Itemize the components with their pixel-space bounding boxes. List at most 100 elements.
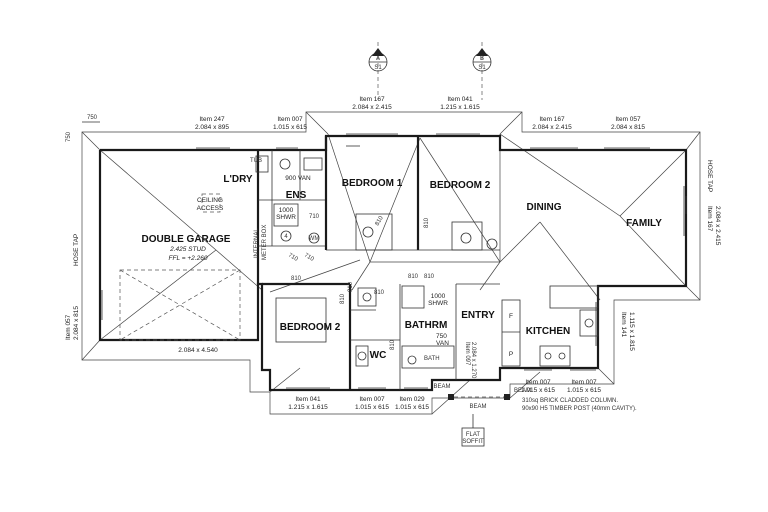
svg-text:FLAT: FLAT xyxy=(466,432,481,438)
tub-label: TUB xyxy=(250,158,262,164)
garage-ffl: FFL = +2.260 xyxy=(169,255,208,262)
bathroom-label: BATHRM xyxy=(405,320,448,331)
ensuite-label: ENS xyxy=(286,190,307,201)
svg-text:810: 810 xyxy=(348,281,354,292)
svg-text:Item 007: Item 007 xyxy=(571,379,597,386)
svg-text:1.015 x 615: 1.015 x 615 xyxy=(355,404,389,411)
svg-text:VAN: VAN xyxy=(436,340,449,347)
svg-text:2.084 x 815: 2.084 x 815 xyxy=(611,124,645,131)
kitchen: F P KITCHEN xyxy=(501,285,599,367)
svg-text:1.115 x 1.815: 1.115 x 1.815 xyxy=(628,312,635,351)
ceiling-access-2: ACCESS xyxy=(197,205,224,212)
svg-text:2.084 x 1.270: 2.084 x 1.270 xyxy=(470,342,476,379)
bathroom-wc: 810 WC 810 810 810 1000 SHWR BATHRM 750 … xyxy=(348,274,455,390)
svg-text:1.015 x 615: 1.015 x 615 xyxy=(395,404,429,411)
svg-text:710: 710 xyxy=(303,253,315,264)
roof-outline xyxy=(81,111,701,415)
svg-text:Item 097: Item 097 xyxy=(464,342,470,366)
svg-text:Item 007: Item 007 xyxy=(525,379,551,386)
window-openings xyxy=(101,133,685,389)
svg-text:810: 810 xyxy=(340,293,346,304)
svg-text:BEAM: BEAM xyxy=(514,388,531,394)
bedroom2-bottom-label: BEDROOM 2 xyxy=(280,322,341,333)
svg-text:Item 167: Item 167 xyxy=(539,116,565,123)
svg-text:Item 041: Item 041 xyxy=(447,96,473,103)
garage-label: DOUBLE GARAGE xyxy=(142,234,231,245)
svg-text:810: 810 xyxy=(390,339,396,350)
family-label: FAMILY xyxy=(626,218,662,229)
svg-text:Item 029: Item 029 xyxy=(399,396,425,403)
beams: BEAM BEAM BEAM 310sq BRICK CLADDED COLUM… xyxy=(433,384,637,447)
garage-stud: 2.425 STUD xyxy=(169,246,206,253)
svg-text:1000: 1000 xyxy=(279,207,294,214)
svg-text:810: 810 xyxy=(424,274,435,280)
section-a-letter: A xyxy=(376,56,380,62)
svg-text:750: 750 xyxy=(66,131,72,142)
bedroom2-top-label: BEDROOM 2 xyxy=(430,180,491,191)
svg-text:HOSE TAP: HOSE TAP xyxy=(73,234,80,266)
svg-text:1.015 x 615: 1.015 x 615 xyxy=(567,387,601,394)
svg-text:HOSE TAP: HOSE TAP xyxy=(706,160,713,192)
svg-text:4: 4 xyxy=(284,234,288,240)
wc-label: WC xyxy=(370,350,387,361)
svg-text:710: 710 xyxy=(309,214,320,220)
svg-text:1.215 x 1.615: 1.215 x 1.615 xyxy=(288,404,328,411)
svg-text:Item 007: Item 007 xyxy=(277,116,303,123)
dimension-750: 750 750 xyxy=(66,115,100,142)
svg-text:Item 041: Item 041 xyxy=(295,396,321,403)
section-marker-b: B S1 xyxy=(472,42,492,100)
svg-text:Item 141: Item 141 xyxy=(620,312,627,338)
svg-text:2.084 x 2.415: 2.084 x 2.415 xyxy=(352,104,392,111)
svg-text:810: 810 xyxy=(408,274,419,280)
fridge-label: F xyxy=(509,313,513,320)
svg-text:1.215 x 1.615: 1.215 x 1.615 xyxy=(440,104,480,111)
svg-text:2.084 x 815: 2.084 x 815 xyxy=(73,306,80,340)
svg-text:Item 247: Item 247 xyxy=(199,116,225,123)
column-note-2: 90x90 H5 TIMBER POST (40mm CAVITY). xyxy=(522,406,637,412)
window-labels: Item 247 2.084 x 895 Item 007 1.015 x 61… xyxy=(65,96,721,411)
external-walls xyxy=(98,134,688,392)
svg-text:Item 167: Item 167 xyxy=(706,206,713,232)
ceiling-access-1: CEILING xyxy=(197,197,223,204)
bath-label: BATH xyxy=(424,356,440,362)
svg-text:750: 750 xyxy=(87,115,98,121)
svg-text:Item 007: Item 007 xyxy=(359,396,385,403)
svg-text:2.084 x 2.415: 2.084 x 2.415 xyxy=(532,124,572,131)
svg-text:2.084 x 2.415: 2.084 x 2.415 xyxy=(714,206,721,246)
column-note-1: 310sq BRICK CLADDED COLUMN. xyxy=(522,398,618,404)
svg-text:810: 810 xyxy=(424,217,430,228)
laundry-label: L'DRY xyxy=(223,174,253,185)
double-garage: DOUBLE GARAGE 2.425 STUD FFL = +2.260 CE… xyxy=(119,150,260,354)
section-a-sheet: S1 xyxy=(374,65,382,71)
garage-door-size: 2.084 x 4.540 xyxy=(178,347,218,354)
svg-text:SHWR: SHWR xyxy=(428,300,448,307)
svg-text:Item 167: Item 167 xyxy=(359,96,385,103)
svg-text:710: 710 xyxy=(287,253,299,264)
bedroom-2-top: BEDROOM 2 810 xyxy=(418,180,500,251)
meter-box-2: METER BOX xyxy=(262,225,268,260)
kitchen-label: KITCHEN xyxy=(526,326,570,337)
svg-text:810: 810 xyxy=(375,215,386,227)
van-900: 900 VAN xyxy=(285,175,311,182)
bedroom1-label: BEDROOM 1 xyxy=(342,178,403,189)
svg-text:Item 057: Item 057 xyxy=(65,314,72,340)
svg-text:1.015 x 615: 1.015 x 615 xyxy=(521,387,555,394)
svg-text:WM: WM xyxy=(309,236,320,242)
section-b-letter: B xyxy=(480,56,484,62)
svg-text:750: 750 xyxy=(436,333,447,340)
svg-text:810: 810 xyxy=(291,276,302,282)
svg-text:Item 057: Item 057 xyxy=(615,116,641,123)
dining-family: DINING FAMILY xyxy=(527,196,687,229)
svg-text:810: 810 xyxy=(374,290,385,296)
svg-text:1000: 1000 xyxy=(431,293,446,300)
pantry-label: P xyxy=(509,351,513,358)
bedroom-2-bottom: BEDROOM 2 810 810 xyxy=(262,276,352,390)
laundry-ensuite: TUB L'DRY 900 VAN ENS 1000 SHWR 4 WM 710… xyxy=(223,150,326,263)
section-marker-a: A S1 xyxy=(368,42,388,100)
svg-text:BEAM: BEAM xyxy=(469,404,486,410)
dining-label: DINING xyxy=(527,202,562,213)
bedroom-1: BEDROOM 1 810 xyxy=(324,136,420,251)
meter-box-1: INTERNAL xyxy=(254,228,260,258)
svg-text:SOFFIT: SOFFIT xyxy=(462,439,484,445)
